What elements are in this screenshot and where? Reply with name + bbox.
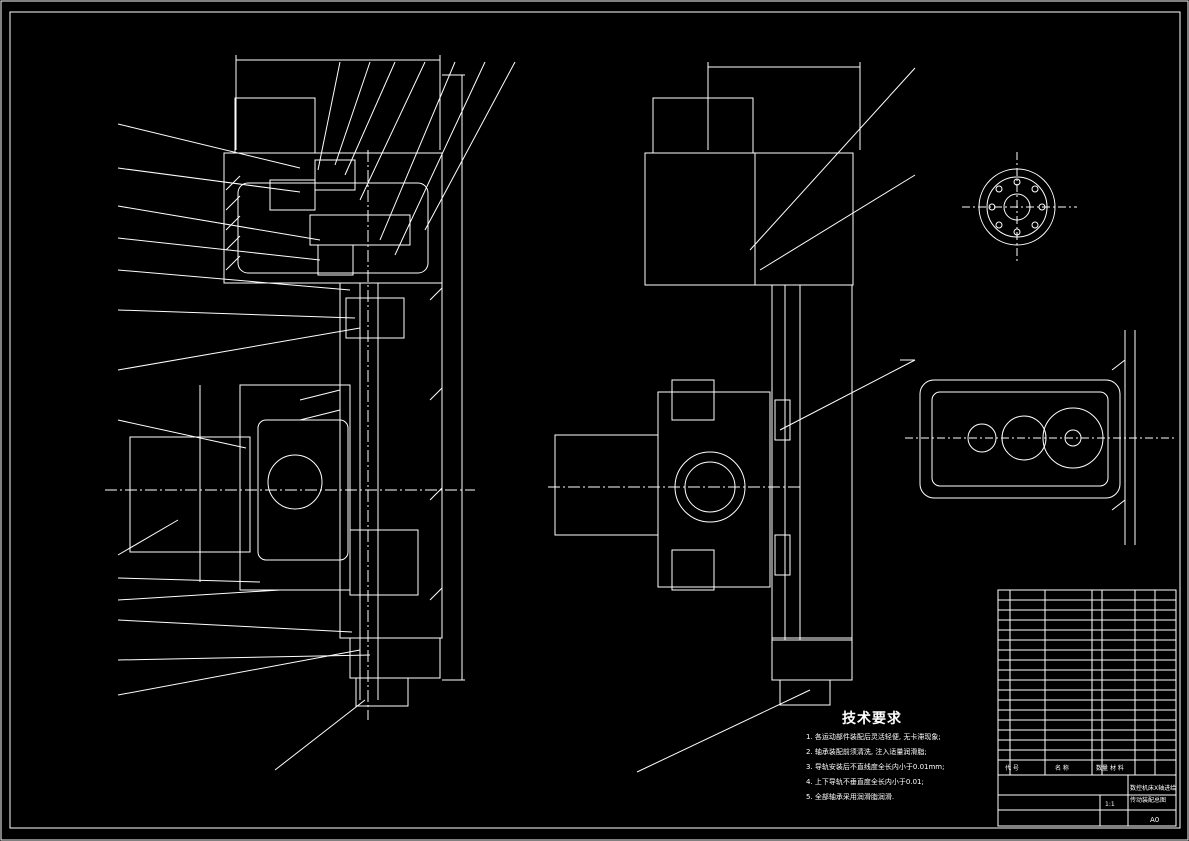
side-view bbox=[548, 62, 916, 773]
gearbox-section bbox=[900, 330, 1175, 545]
header-material: 材 料 bbox=[1110, 764, 1124, 772]
header-code: 代 号 bbox=[1005, 764, 1019, 772]
main-section-view bbox=[105, 55, 516, 771]
header-name: 名 称 bbox=[1055, 764, 1069, 772]
flange-view bbox=[962, 152, 1077, 262]
technical-requirements-heading: 技术要求 bbox=[842, 711, 902, 727]
requirement-item: 5. 全部轴承采用润滑脂润滑. bbox=[806, 793, 895, 801]
scale-label: 1:1 bbox=[1105, 801, 1115, 808]
title-block bbox=[997, 589, 1177, 827]
drawing-name-line2: 传动装配总图 bbox=[1130, 796, 1166, 804]
technical-requirements-list: 1. 各运动部件装配后灵活轻便, 无卡滞现象; 2. 轴承装配前须清洗, 注入适… bbox=[806, 730, 945, 805]
requirement-item: 3. 导轨安装后不直线度全长内小于0.01mm; bbox=[806, 763, 945, 771]
header-qty: 数量 bbox=[1096, 764, 1108, 772]
drawing-name-line1: 数控机床X轴进给 bbox=[1130, 784, 1176, 792]
drawing-frame bbox=[9, 11, 1181, 829]
sheet-size: A0 bbox=[1150, 816, 1159, 824]
requirement-item: 1. 各运动部件装配后灵活轻便, 无卡滞现象; bbox=[806, 733, 941, 741]
requirement-item: 2. 轴承装配前须清洗, 注入适量润滑脂; bbox=[806, 748, 927, 756]
requirement-item: 4. 上下导轨不垂直度全长内小于0.01; bbox=[806, 778, 924, 786]
